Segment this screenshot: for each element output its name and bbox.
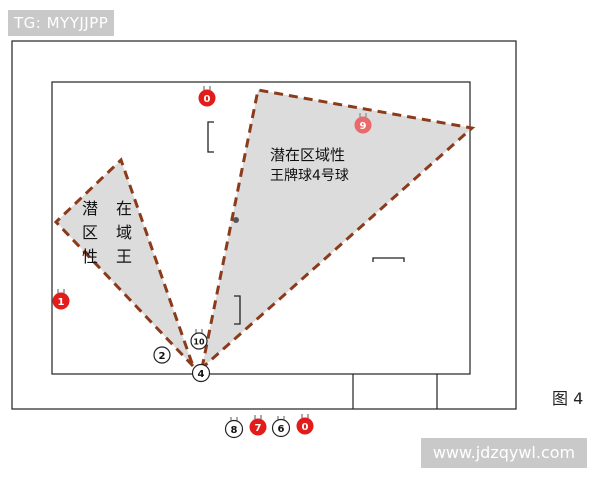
red-ball-9-label: 9 xyxy=(360,121,367,132)
ball-6-label: 6 xyxy=(278,424,285,435)
right-zone-label-line2: 王牌球4号球 xyxy=(270,167,349,184)
left-potential-zone xyxy=(53,157,195,368)
ball-4-label: 4 xyxy=(198,369,205,380)
right-zone-label-line1: 潜在区域性 xyxy=(270,146,345,164)
ball-2-label: 2 xyxy=(159,351,166,362)
left-zone-col2-char3: 王 xyxy=(116,247,132,266)
watermark-top-left: TG: MYYJJPP xyxy=(8,10,115,36)
ball-10-label: 10 xyxy=(193,338,205,347)
red-ball-1: 1 xyxy=(52,289,70,310)
bracket-marker-top xyxy=(207,121,214,153)
red-ball-bottom: 0 xyxy=(296,414,314,435)
red-ball-1-label: 1 xyxy=(58,297,65,308)
watermark-bottom-right: www.jdzqywl.com xyxy=(421,438,587,468)
red-ball-top: 0 xyxy=(198,86,216,107)
table-inner-cushion xyxy=(51,81,471,375)
ball-10: 10 xyxy=(190,329,208,350)
red-ball-bottom-label: 0 xyxy=(302,422,309,433)
table-outer-rail xyxy=(11,40,517,410)
red-ball-9: 9 xyxy=(354,113,372,134)
left-zone-col2-char1: 在 xyxy=(116,199,132,218)
red-ball-7-label: 7 xyxy=(255,423,262,434)
left-zone-col1-char1: 潜 xyxy=(82,199,98,218)
ball-4: 4 xyxy=(191,363,211,383)
red-ball-top-label: 0 xyxy=(204,94,211,105)
red-ball-7: 7 xyxy=(249,415,267,436)
cue-aim-dot xyxy=(233,217,239,223)
bottom-pocket-box xyxy=(352,374,438,409)
right-potential-zone xyxy=(199,88,476,373)
left-zone-col1-char2: 区 xyxy=(82,223,98,242)
rail-marker-right xyxy=(372,257,405,262)
ball-6: 6 xyxy=(271,416,291,438)
ball-2: 2 xyxy=(153,346,171,364)
ball-8-label: 8 xyxy=(231,425,238,436)
ball-8: 8 xyxy=(224,417,244,439)
left-zone-col1-char3: 性 xyxy=(82,247,98,266)
bracket-marker-middle xyxy=(234,295,241,325)
left-zone-col2-char2: 域 xyxy=(116,223,132,242)
figure-label: 图 4 xyxy=(552,389,584,408)
